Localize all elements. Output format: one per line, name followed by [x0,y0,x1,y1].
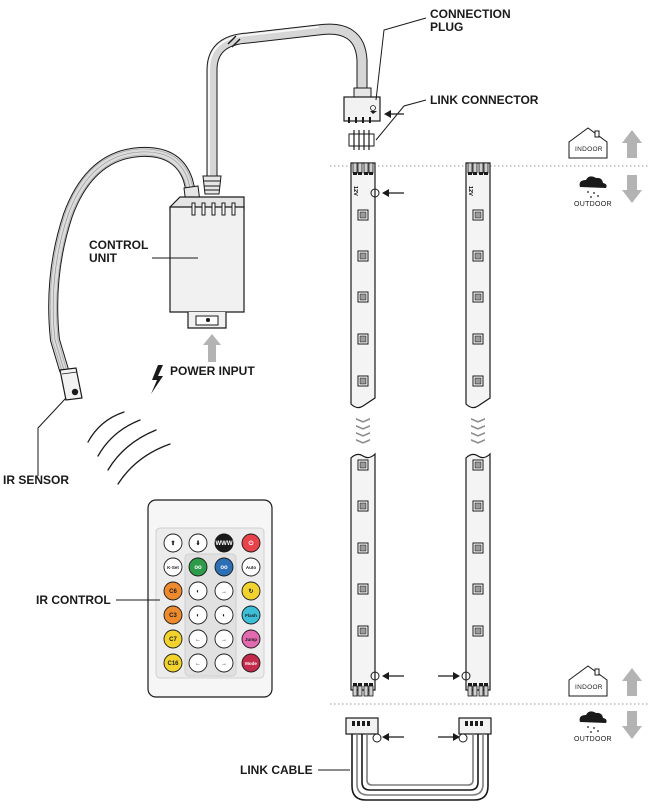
control-unit-label-line2: UNIT [89,251,117,265]
remote-button-r5-c1[interactable] [163,629,183,649]
remote-button-r2-c2[interactable] [188,557,208,577]
link-connector [348,130,375,150]
connection-plug-label-line2: PLUG [430,20,464,34]
outdoor-label-2: OUTDOOR [574,736,612,743]
remote-button-r3-c4[interactable] [241,581,261,601]
cable-to-plug [206,23,368,182]
remote-button-r3-c1[interactable] [163,581,183,601]
remote-button-r5-c2[interactable] [188,629,208,649]
remote-button-label: ◐ [222,613,226,619]
up-arrow-icon-2 [622,668,642,696]
lightning-icon [151,365,163,394]
link-connector-arrow-icon [384,110,404,118]
link-cable-label: LINK CABLE [240,763,313,777]
svg-text:12V: 12V [467,186,473,196]
remote-button-label: ← [195,637,201,643]
remote-button-r6-c4[interactable] [241,653,261,673]
remote-button-r6-c1[interactable] [163,653,183,673]
remote-button-label: Auto [246,565,256,570]
ir-wave-icon [87,411,171,485]
remote-button-label: ⬆ [170,540,175,547]
strip-pointer-arrows [382,189,460,741]
remote-button-label: ↻ [248,588,253,595]
svg-text:12V: 12V [352,186,358,196]
remote-button-r4-c2[interactable] [188,605,208,625]
remote-button-r3-c2[interactable] [188,581,208,601]
remote-button-r4-c3[interactable] [214,605,234,625]
remote-button-label: → [221,661,227,667]
ir-sensor-cable [48,146,197,375]
control-unit-label-line1: CONTROL [89,238,149,252]
control-unit [169,175,245,329]
led-strip-2: 12V [461,162,491,697]
remote-button-r2-c4[interactable] [241,557,261,577]
remote-button-r4-c4[interactable] [241,605,261,625]
remote-button-label: C6 [169,589,177,595]
cable-break-mark [227,35,241,48]
indoor-label: INDOOR [575,146,603,153]
power-input-label: POWER INPUT [170,364,255,378]
led-strip-1: 12V [350,162,380,697]
remote-button-r6-c3[interactable] [214,653,234,673]
link-connector-label: LINK CONNECTOR [430,93,539,107]
remote-button-label: K-Set [167,565,179,570]
outdoor-label: OUTDOOR [574,201,612,208]
house-icon-2 [568,665,608,697]
house-icon [568,127,608,159]
remote-button-r5-c3[interactable] [214,629,234,649]
rain-cloud-icon-2 [579,711,607,733]
indoor-label-2: INDOOR [575,684,603,691]
remote-button-label: C3 [169,613,177,619]
remote-button-label: Mode [245,661,257,666]
ir-sensor-head [59,367,83,401]
ir-sensor-label: IR SENSOR [3,473,70,487]
remote-button-label: → [221,637,227,643]
remote-button-r2-c3[interactable] [214,557,234,577]
remote-button-r2-c1[interactable] [163,557,183,577]
connection-plug [343,87,381,123]
remote-button-r3-c3[interactable] [214,581,234,601]
remote-button-r1-c1[interactable] [163,533,183,553]
link-connector-leader [375,99,427,141]
down-arrow-icon [622,175,642,203]
remote-button-label: ◐ [196,589,200,595]
remote-button-label: Jump [245,637,257,642]
remote-button-label: Flash [245,613,257,618]
power-input-arrow-icon [203,334,221,362]
connection-plug-label-line1: CONNECTION [430,7,511,21]
remote-button-r5-c4[interactable] [241,629,261,649]
remote-button-label: ⏻ [249,540,254,547]
remote-button-r4-c1[interactable] [163,605,183,625]
remote-button-r1-c3[interactable] [214,533,234,553]
ir-sensor-leader [37,397,67,476]
remote-button-label: ⬇ [195,540,200,547]
connection-plug-leader [375,17,427,101]
remote-button-label: C7 [169,637,177,643]
remote-button-label: ← [195,661,201,667]
remote-button-label: WWW [216,541,233,547]
remote-button-label: → [221,589,227,595]
link-cable [345,717,492,801]
remote-button-label: oo [220,565,228,571]
down-arrow-icon-2 [622,711,642,739]
remote-button-r1-c4[interactable] [241,533,261,553]
rain-cloud-icon [579,176,607,198]
remote-button-label: ◐ [196,613,200,619]
remote-button-r6-c2[interactable] [188,653,208,673]
remote-button-r1-c2[interactable] [188,533,208,553]
up-arrow-icon [622,130,642,158]
remote-button-label: C16 [167,661,179,667]
remote-button-label: oo [194,565,202,571]
ir-control-label: IR CONTROL [36,593,111,607]
